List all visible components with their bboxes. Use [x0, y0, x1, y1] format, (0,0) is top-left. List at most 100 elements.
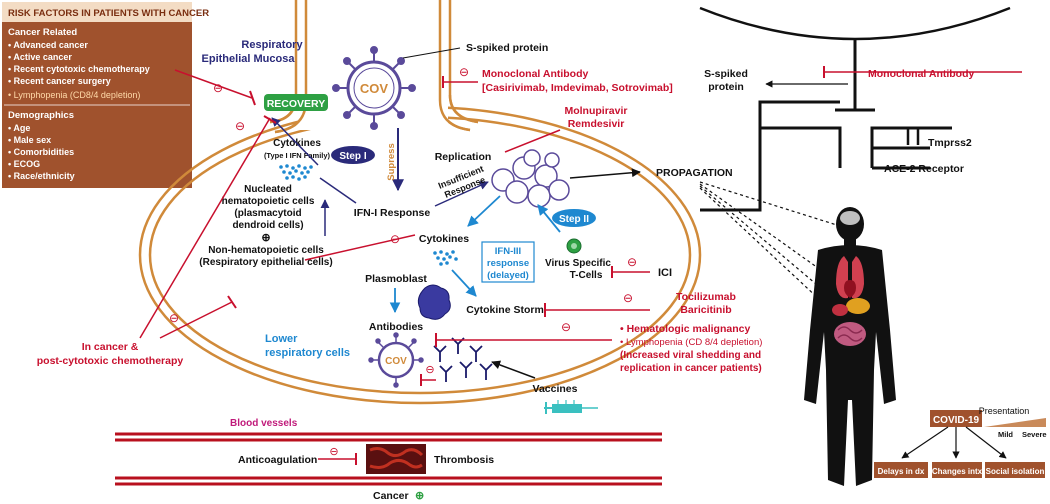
nonhemato-label: Non-hematopoietic cells — [208, 245, 324, 256]
outcome-box — [932, 462, 982, 478]
risk-item: • Recent cytotoxic chemotherapy — [8, 64, 150, 74]
outcome-arrow — [965, 426, 1007, 459]
outcome-box — [874, 462, 928, 478]
risk-factors-panel: RISK FACTORS IN PATIENTS WITH CANCER Can… — [2, 2, 209, 188]
nucleated-label: (plasmacytoid — [234, 208, 301, 219]
risk-item: • Male sex — [8, 135, 51, 145]
virus-label: COV — [360, 81, 389, 96]
mab-drugs-label: [Casirivimab, Imdevimab, Sotrovimab] — [482, 82, 673, 94]
minus-icon: ⊖ — [459, 65, 469, 79]
lympho-label: • Lymphopenia (CD 8/4 depletion) — [620, 337, 762, 348]
risk-header-bg — [2, 2, 192, 22]
cancer-related-title: Cancer Related — [8, 27, 77, 38]
remdesivir-label: Remdesivir — [568, 118, 625, 130]
demographics-title: Demographics — [8, 110, 74, 121]
human-silhouette — [804, 207, 896, 486]
nonhemato-label: (Respiratory epithelial cells) — [199, 257, 332, 268]
replication-label: Replication — [435, 151, 492, 163]
risk-item: • Race/ethnicity — [8, 171, 75, 181]
outcome-label: Delays in dx — [878, 467, 925, 476]
minus-icon: ⊖ — [213, 81, 223, 95]
liver-icon — [846, 298, 870, 314]
propagation-dashes — [699, 181, 841, 301]
receptor-mab-label: Monoclonal Antibody — [868, 68, 975, 80]
risk-item: • Active cancer — [8, 52, 72, 62]
cell-membrane-receptor — [700, 100, 952, 212]
covid-presentation: COVID-19 Presentation Mild Severe Delays… — [874, 406, 1047, 478]
nucleated-label: Nucleated — [244, 184, 292, 195]
step2-badge — [552, 209, 596, 227]
mild-label: Mild — [998, 430, 1013, 439]
minus-icon: ⊖ — [235, 119, 245, 133]
blood-vessels-label: Blood vessels — [230, 418, 298, 429]
blood-vessel: Blood vessels Anticoagulation ⊖ Thrombos… — [115, 418, 662, 502]
tmprss2-label: Tmprss2 — [928, 137, 972, 149]
tcell-to-virus-arrow — [537, 204, 561, 233]
mucosa-label: Epithelial Mucosa — [202, 53, 296, 65]
recovery-label: RECOVERY — [267, 98, 326, 110]
severity-wedge — [984, 418, 1046, 427]
cytokines-to-storm-arrow — [451, 269, 477, 297]
recovery-box — [264, 94, 328, 111]
ifn3-label: IFN-III — [495, 246, 521, 257]
receptor-s-spiked: S-spiked — [704, 68, 748, 80]
risk-item-lymphopenia: • Lymphopenia (CD8/4 depletion) — [8, 90, 140, 100]
cytokine-storm-label: Cytokine Storm — [466, 304, 544, 316]
risk-item: • Age — [8, 123, 30, 133]
to-recovery-arrow — [271, 117, 319, 166]
risk-header: RISK FACTORS IN PATIENTS WITH CANCER — [8, 8, 209, 19]
tocilizumab-label: Tocilizumab — [676, 291, 736, 303]
ace2-label: ACE-2 Receptor — [884, 163, 964, 175]
outcome-box — [985, 462, 1045, 478]
mab-label: Monoclonal Antibody — [482, 68, 589, 80]
virus-core — [353, 67, 395, 109]
outcome-label: Social isolation — [986, 467, 1045, 476]
plus-icon: ⊕ — [415, 490, 424, 502]
vaccine-arrow — [491, 360, 536, 379]
s-spiked-label: S-spiked protein — [466, 42, 548, 54]
chemo-to-recovery-line — [139, 117, 271, 339]
risk-item: • Comorbidities — [8, 147, 74, 157]
virus-particle: COV — [332, 46, 416, 130]
baricitinib-label: Baricitinib — [680, 304, 731, 316]
t-cell-nucleus — [571, 243, 577, 249]
lower-resp-label: respiratory cells — [265, 347, 350, 359]
virus-specific-label: Virus Specific — [545, 258, 611, 269]
plasma-cell-icon — [417, 284, 451, 320]
step2-label: Step II — [559, 214, 589, 225]
minus-icon: ⊖ — [561, 320, 571, 334]
chemo-recovery-bar — [263, 115, 277, 124]
stomach-icon — [832, 304, 848, 316]
mucosa-label: Respiratory — [241, 39, 303, 51]
ifn3-box — [481, 241, 535, 283]
body-outline — [804, 245, 896, 486]
nucleated-label: hematopoietic cells — [222, 196, 315, 207]
airway-wall — [448, 0, 479, 124]
virus-label: COV — [385, 356, 407, 367]
replication-to-cytokines-arrow — [467, 195, 501, 227]
chemo-cells-bar — [227, 295, 237, 309]
ifn1-label: IFN-I Response — [354, 207, 431, 219]
spike-protein-icons — [368, 332, 424, 388]
ifn3-label: response — [487, 258, 529, 269]
virus-membrane-arc — [699, 6, 1011, 41]
plus-icon: ⊕ — [261, 232, 270, 244]
in-cancer-label: In cancer & — [82, 341, 139, 353]
antibody-icons — [433, 337, 493, 382]
molnupiravir-inhibit-line — [504, 129, 561, 153]
s-spiked-pointer — [402, 47, 461, 59]
cytokines-inhibit-line — [304, 234, 416, 261]
increased-label: replication in cancer patients) — [620, 363, 762, 374]
anticoag-label: Anticoagulation — [238, 454, 317, 466]
cytokines-top-sublabel: (Type I IFN Family) — [264, 151, 331, 160]
intestines-icon — [834, 322, 866, 346]
syringe-icon — [544, 400, 598, 414]
minus-icon: ⊖ — [169, 311, 179, 325]
cytokine-dots-icon — [433, 250, 458, 266]
risk-item: • Recent cancer surgery — [8, 76, 111, 86]
minus-icon: ⊖ — [425, 364, 434, 376]
propagation-label: PROPAGATION — [656, 167, 733, 179]
outcome-label: Changes intx — [932, 467, 983, 476]
replicating-virus-cluster — [491, 149, 570, 208]
